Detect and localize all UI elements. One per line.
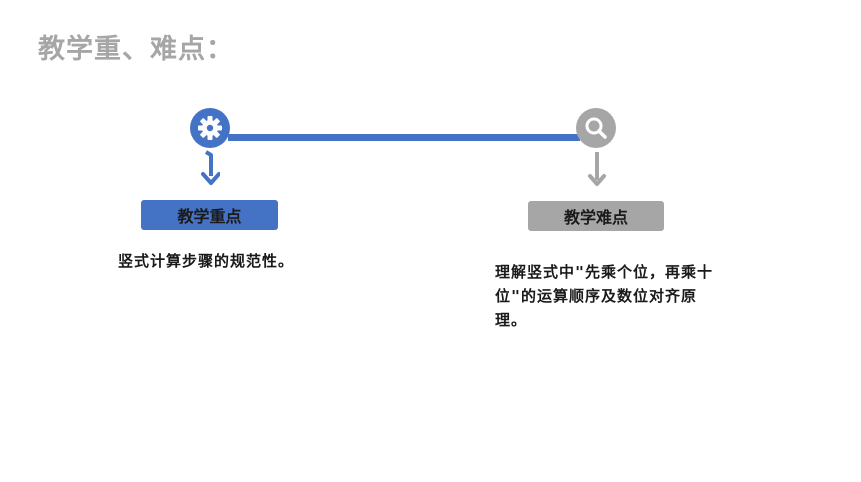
- timeline-connector: [228, 134, 580, 141]
- key-point-description: 竖式计算步骤的规范性。: [118, 252, 295, 270]
- difficult-point-label: 教学难点: [528, 201, 664, 231]
- arrow-down-icon: [201, 150, 220, 185]
- magnifier-icon: [585, 117, 607, 139]
- page-title: 教学重、难点：: [38, 34, 234, 65]
- arrow-down-icon: [588, 152, 606, 186]
- gear-icon: [198, 116, 222, 140]
- key-point-label: 教学重点: [141, 200, 278, 230]
- key-point-node: [190, 108, 230, 148]
- difficult-point-node: [576, 108, 616, 148]
- difficult-point-description: 理解竖式中"先乘个位，再乘十位"的运算顺序及数位对齐原理。: [495, 263, 714, 329]
